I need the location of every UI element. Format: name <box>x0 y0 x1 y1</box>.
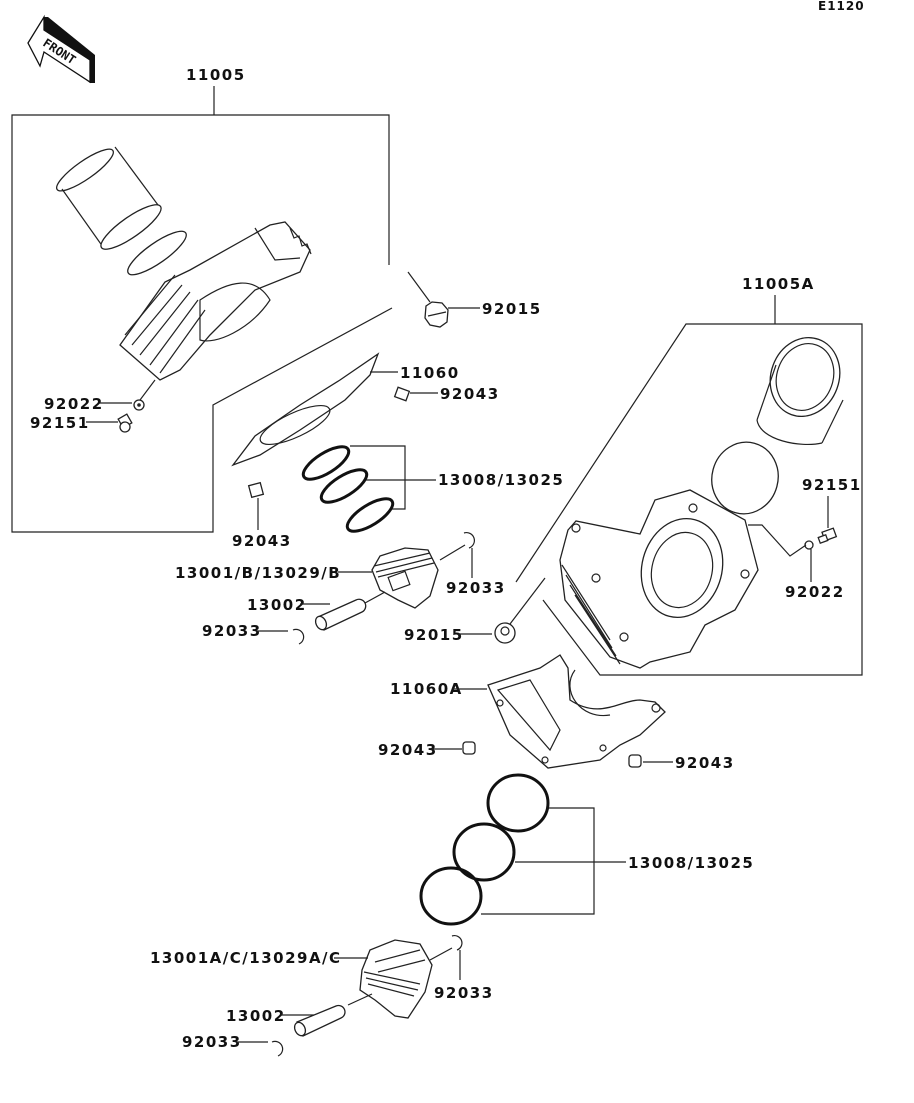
diagram-code: E1120 <box>818 0 865 13</box>
front-arrow-icon: FRONT <box>27 14 95 84</box>
callout-92151-right[interactable]: 92151 <box>802 476 862 494</box>
assembly-bracket-11005 <box>11 114 393 533</box>
piston-rings-top[interactable] <box>299 441 398 538</box>
circlip-92033-top-right[interactable] <box>463 532 475 549</box>
cylinder-block-top[interactable] <box>119 221 312 381</box>
callout-92022-left[interactable]: 92022 <box>44 395 104 413</box>
circlip-92033-top-left[interactable] <box>292 628 305 645</box>
cylinder-block-right[interactable] <box>559 489 759 669</box>
callout-92033-top-right[interactable]: 92033 <box>446 579 506 597</box>
piston-pin-13002-top[interactable] <box>314 598 367 631</box>
o-ring-right[interactable] <box>704 435 786 522</box>
cap-nut-92015-top[interactable] <box>424 301 449 328</box>
base-gasket-11060A[interactable] <box>487 654 666 769</box>
callout-piston-bottom[interactable]: 13001A/C/13029A/C <box>150 949 342 967</box>
callout-13008-13025-top[interactable]: 13008/13025 <box>438 471 564 489</box>
cylinder-sleeve-top[interactable] <box>52 143 166 256</box>
piston-bottom[interactable] <box>359 939 433 1019</box>
callout-92043-top-left[interactable]: 92043 <box>232 532 292 550</box>
callout-13008-13025-bottom[interactable]: 13008/13025 <box>628 854 754 872</box>
piston-rings-bottom[interactable] <box>419 773 550 926</box>
circlip-92033-bottom-left[interactable] <box>271 1040 284 1057</box>
callout-piston-top[interactable]: 13001/B/13029/B <box>175 564 341 582</box>
dowel-92043-bottom-right[interactable] <box>628 754 642 768</box>
dowel-92043-bottom-left[interactable] <box>462 741 476 755</box>
callout-11060[interactable]: 11060 <box>400 364 460 382</box>
dowel-92043-top-left[interactable] <box>247 481 265 499</box>
piston-top[interactable] <box>371 547 439 609</box>
callout-92043-top-right[interactable]: 92043 <box>440 385 500 403</box>
callout-92033-top-left[interactable]: 92033 <box>202 622 262 640</box>
assembly-bracket-11005A <box>515 323 863 676</box>
callout-92022-right[interactable]: 92022 <box>785 583 845 601</box>
callout-92151-left[interactable]: 92151 <box>30 414 90 432</box>
bolt-92151-left[interactable] <box>117 413 133 433</box>
callout-13002-top[interactable]: 13002 <box>247 596 307 614</box>
callout-92033-bottom-right[interactable]: 92033 <box>434 984 494 1002</box>
callout-11060A[interactable]: 11060A <box>390 680 463 698</box>
callout-92043-bottom-left[interactable]: 92043 <box>378 741 438 759</box>
callout-92015-mid[interactable]: 92015 <box>404 626 464 644</box>
piston-pin-13002-bottom[interactable] <box>293 1004 346 1038</box>
washer-92022-right[interactable] <box>804 540 814 550</box>
dowel-92043-top-right[interactable] <box>393 386 411 402</box>
callout-92043-bottom-right[interactable]: 92043 <box>675 754 735 772</box>
callout-13002-bottom[interactable]: 13002 <box>226 1007 286 1025</box>
callout-92033-bottom-left[interactable]: 92033 <box>182 1033 242 1051</box>
cylinder-sleeve-right[interactable] <box>756 328 851 446</box>
head-gasket-11060[interactable] <box>231 352 380 467</box>
callout-11005[interactable]: 11005 <box>186 66 246 84</box>
circlip-92033-bottom-right[interactable] <box>451 934 463 951</box>
callout-11005A[interactable]: 11005A <box>742 275 815 293</box>
bolt-92151-right[interactable] <box>817 527 838 545</box>
callout-92015-top[interactable]: 92015 <box>482 300 542 318</box>
cap-nut-92015-mid[interactable] <box>494 622 516 644</box>
o-ring-top[interactable] <box>123 225 192 282</box>
